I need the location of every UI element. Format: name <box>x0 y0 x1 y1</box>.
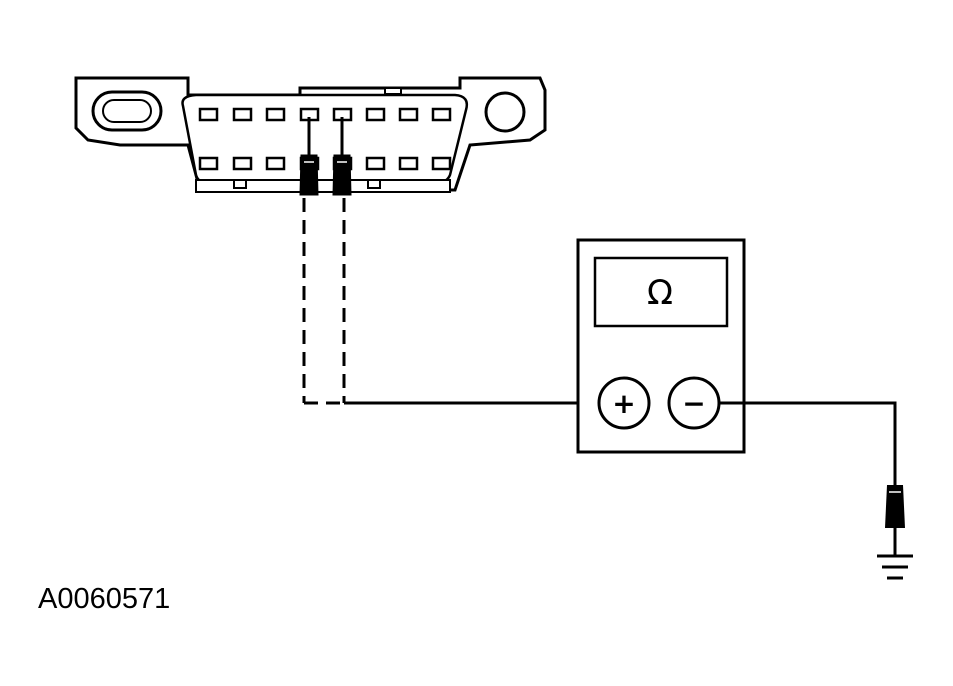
positive-terminal-label: + <box>612 387 635 420</box>
pin-bottom-3 <box>265 156 286 171</box>
pin-bottom-8 <box>431 156 452 171</box>
pin-top-2 <box>232 107 253 122</box>
pin-bottom-2 <box>232 156 253 171</box>
ground-probe-icon <box>885 485 905 555</box>
pin-bottom-1 <box>198 156 219 171</box>
pin-bottom-7 <box>398 156 419 171</box>
ground-symbol-icon <box>877 554 913 580</box>
test-probe-icon <box>299 117 352 196</box>
meter-display-symbol: Ω <box>647 273 673 313</box>
negative-terminal-label: − <box>682 387 705 420</box>
pin-bottom-6 <box>365 156 386 171</box>
meter-display <box>593 256 729 328</box>
pin-top-1 <box>198 107 219 122</box>
pin-top-3 <box>265 107 286 122</box>
right-mounting-hole <box>484 91 526 133</box>
dashed-test-leads <box>302 198 346 405</box>
negative-lead-wire <box>719 401 897 488</box>
pin-top-6 <box>365 107 386 122</box>
pin-top-7 <box>398 107 419 122</box>
positive-terminal <box>597 376 651 430</box>
ohmmeter-icon: Ω + − <box>576 238 746 454</box>
figure-reference-id: A0060571 <box>38 583 171 615</box>
pin-top-8 <box>431 107 452 122</box>
